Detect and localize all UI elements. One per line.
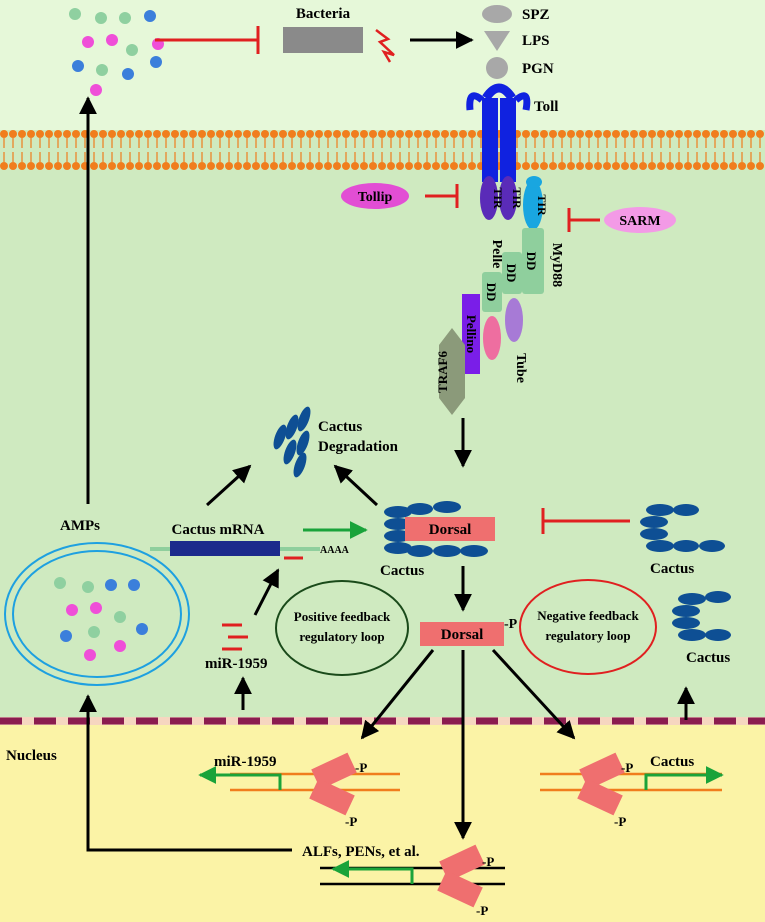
cell-membrane — [0, 130, 764, 170]
tollip-oval — [341, 183, 409, 209]
phospho-amp-bottom: -P — [476, 903, 488, 918]
phospho-cactus-top: -P — [621, 760, 633, 775]
cactus-degradation-cluster — [273, 406, 311, 478]
pellino-box — [462, 294, 480, 374]
phospho-mir-bottom: -P — [345, 814, 357, 829]
dd-label-myd88: DD — [524, 252, 539, 271]
dorsal-dimer-amp — [437, 844, 485, 908]
arrow-mrna-to-degradation — [205, 464, 252, 507]
phospho-mir-top: -P — [355, 760, 367, 775]
dd-label-middle: DD — [504, 264, 519, 283]
cactus-label-complex: Cactus — [380, 563, 424, 579]
lightning-icon — [375, 29, 395, 63]
mir1959-gene-label: miR-1959 — [214, 754, 277, 770]
extracellular-region — [0, 0, 765, 130]
spz-shape — [482, 5, 512, 23]
arrow-complex-to-degradation — [333, 464, 379, 507]
pink-oval-protein — [483, 316, 501, 360]
tir-label-2: TIR — [510, 187, 524, 209]
positive-feedback-loop — [275, 580, 409, 676]
positive-loop-label-2: regulatory loop — [299, 629, 384, 644]
cactus-inhibitor-right — [640, 504, 725, 552]
spz-label: SPZ — [522, 7, 550, 23]
mir1959-cytoplasm-label: miR-1959 — [205, 656, 268, 672]
cactus-dorsal-complex — [384, 501, 495, 557]
tube-label: Tube — [513, 353, 528, 383]
pellino-label: Pellino — [464, 315, 479, 353]
vesicle-inner — [12, 550, 182, 678]
pgn-label: PGN — [522, 61, 554, 77]
mir-gene-tss-arrow — [198, 766, 282, 790]
vesicle-outer — [4, 542, 190, 686]
pgn-circle — [486, 57, 508, 79]
dd-box-myd88 — [522, 228, 544, 294]
arrow-dorsal-to-mir-gene — [360, 649, 435, 740]
dd-label-pelle: DD — [484, 283, 499, 302]
tir-domain-myd88 — [523, 180, 543, 230]
cactus-gene-label: Cactus — [650, 754, 694, 770]
negative-loop-label-2: regulatory loop — [545, 628, 630, 643]
phospho-dorsal-box — [420, 622, 504, 646]
bacteria-rect — [283, 27, 363, 53]
phospho-mark-dorsal: -P — [504, 617, 518, 632]
amps-label: AMPs — [60, 518, 100, 534]
positive-loop-label-1: Positive feedback — [294, 609, 391, 624]
tir-label-3: TIR — [535, 194, 549, 216]
arrow-mirna-to-mrna — [253, 568, 280, 616]
tir-label-1: TIR — [491, 187, 505, 209]
dd-box-middle — [502, 252, 522, 294]
negative-feedback-loop — [519, 579, 657, 675]
lps-label: LPS — [522, 33, 550, 49]
dorsal-dimer-cactus — [577, 752, 625, 816]
cactus-mrna-label: Cactus mRNA — [172, 522, 265, 538]
dorsal-label-complex: Dorsal — [429, 522, 472, 538]
phospho-amp-top: -P — [482, 854, 494, 869]
nucleus-label: Nucleus — [6, 748, 57, 764]
arrow-dorsal-to-cactus-gene — [491, 648, 576, 740]
tube-oval — [505, 298, 523, 342]
sarm-label: SARM — [619, 214, 660, 229]
dd-box-pelle — [482, 272, 502, 312]
cactus-label-right: Cactus — [650, 561, 694, 577]
lps-triangle-icon — [484, 31, 510, 51]
arrow-amp-gene-to-vesicle — [79, 694, 292, 852]
cactus-gene-tss-arrow — [644, 766, 724, 790]
pelle-label: Pelle — [489, 240, 504, 269]
myd88-label: MyD88 — [549, 243, 564, 287]
cactus-label-lower-right: Cactus — [686, 650, 730, 666]
tir-domain-1 — [480, 176, 498, 220]
traf6-hexagon — [439, 328, 465, 415]
amp-particles-extracellular — [69, 8, 164, 96]
phospho-cactus-bottom: -P — [614, 814, 626, 829]
tollip-label: Tollip — [358, 190, 393, 205]
traf6-label: TRAF6 — [435, 351, 450, 393]
amp-gene-tss-arrow — [331, 860, 414, 884]
sarm-oval — [604, 207, 676, 233]
alfs-label: ALFs, PENs, et al. — [302, 844, 420, 860]
amp-particles-vesicle — [54, 577, 148, 661]
toll-label: Toll — [534, 99, 558, 115]
bacteria-label: Bacteria — [296, 6, 351, 22]
polya-label: AAAA — [320, 545, 350, 556]
tir-domain-2 — [499, 176, 517, 220]
mrna-coding-bar — [170, 541, 280, 556]
toll-receptor — [466, 83, 531, 182]
negative-loop-label-1: Negative feedback — [537, 608, 639, 623]
cactus-new-right — [672, 591, 731, 641]
cactus-degradation-label-1: Cactus — [318, 419, 362, 435]
dorsal-dimer-mir — [309, 752, 357, 816]
nucleus-region — [0, 720, 765, 922]
cactus-degradation-label-2: Degradation — [318, 439, 399, 455]
phospho-dorsal-label: Dorsal — [441, 627, 484, 643]
